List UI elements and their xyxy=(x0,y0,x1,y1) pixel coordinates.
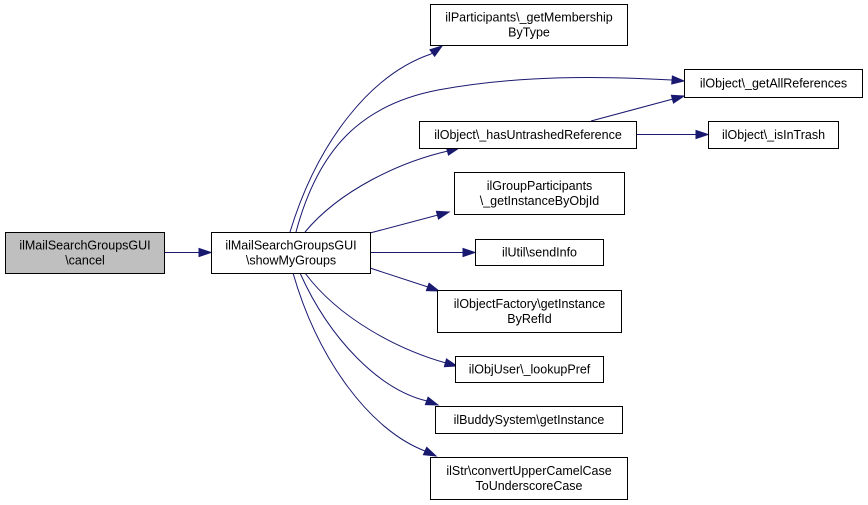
node-getAllReferences[interactable]: ilObject\_getAllReferences xyxy=(684,69,863,98)
node-box xyxy=(437,290,622,333)
node-lookupPref[interactable]: ilObjUser\_lookupPref xyxy=(455,356,604,383)
node-label: ilObject\_isInTrash xyxy=(722,128,825,142)
edge-showMyGroups-to-getInstanceByObjId xyxy=(369,210,451,234)
node-box xyxy=(430,457,628,500)
edge-line xyxy=(590,98,674,122)
node-showMyGroups[interactable]: ilMailSearchGroupsGUI\showMyGroups xyxy=(211,232,371,274)
node-label: ilUtil\sendInfo xyxy=(502,246,577,260)
edge-line xyxy=(295,76,673,233)
edge-line xyxy=(369,267,429,288)
arrowhead-icon xyxy=(424,396,440,406)
node-label: ToUnderscoreCase xyxy=(476,479,583,493)
arrowhead-icon xyxy=(462,247,477,258)
arrowhead-icon xyxy=(198,247,213,258)
node-box xyxy=(708,121,839,149)
edge-showMyGroups-to-getInstanceByRefId xyxy=(369,267,441,292)
edge-line xyxy=(292,272,426,452)
node-box xyxy=(455,356,604,383)
arrowhead-icon xyxy=(429,45,444,58)
node-label: ilGroupParticipants xyxy=(487,179,593,193)
edge-showMyGroups-to-buddyGetInstance xyxy=(299,272,440,406)
edge-showMyGroups-to-getMembershipByType xyxy=(289,45,444,233)
node-label: ilParticipants\_getMembership xyxy=(445,11,612,25)
edge-showMyGroups-to-getAllReferences xyxy=(295,75,686,233)
node-box xyxy=(684,69,863,98)
node-box xyxy=(5,232,165,274)
edge-line xyxy=(289,53,432,233)
edge-line xyxy=(369,214,439,234)
arrowhead-icon xyxy=(695,129,710,140)
edge-showMyGroups-to-hasUntrashedReference xyxy=(304,146,461,233)
node-label: ByRefId xyxy=(507,312,552,326)
edges-layer xyxy=(164,45,710,457)
arrowhead-icon xyxy=(670,94,686,104)
node-label: ilObject\_getAllReferences xyxy=(700,77,847,91)
node-label: ilObjUser\_lookupPref xyxy=(469,363,591,377)
arrowhead-icon xyxy=(425,282,441,292)
node-box xyxy=(435,406,623,434)
node-box xyxy=(430,4,628,46)
node-hasUntrashedReference[interactable]: ilObject\_hasUntrashedReference xyxy=(419,121,637,149)
node-sendInfo[interactable]: ilUtil\sendInfo xyxy=(475,239,604,266)
edge-showMyGroups-to-sendInfo xyxy=(370,247,477,258)
node-label: ilObjectFactory\getInstance xyxy=(454,297,606,311)
node-label: ilMailSearchGroupsGUI xyxy=(19,239,150,253)
node-box xyxy=(211,232,371,274)
edge-hasUntrashedReference-to-getAllReferences xyxy=(590,94,686,122)
edge-line xyxy=(304,272,447,364)
node-box xyxy=(454,172,625,215)
node-label: \cancel xyxy=(65,254,105,268)
node-label: \showMyGroups xyxy=(246,254,336,268)
arrowhead-icon xyxy=(422,446,438,457)
arrowhead-icon xyxy=(671,75,686,85)
node-buddyGetInstance[interactable]: ilBuddySystem\getInstance xyxy=(435,406,623,434)
node-getInstanceByObjId[interactable]: ilGroupParticipants\_getInstanceByObjId xyxy=(454,172,625,215)
node-label: ByType xyxy=(508,26,550,40)
edge-line xyxy=(304,150,449,233)
arrowhead-icon xyxy=(443,358,459,368)
edge-cancel-to-showMyGroups xyxy=(164,247,213,258)
node-cancel[interactable]: ilMailSearchGroupsGUI\cancel xyxy=(5,232,165,274)
edge-line xyxy=(299,272,428,402)
node-label: ilObject\_hasUntrashedReference xyxy=(434,128,622,142)
arrowhead-icon xyxy=(435,210,451,220)
node-convertUpperCamelCase[interactable]: ilStr\convertUpperCamelCaseToUnderscoreC… xyxy=(430,457,628,500)
node-isInTrash[interactable]: ilObject\_isInTrash xyxy=(708,121,839,149)
node-label: \_getInstanceByObjId xyxy=(480,194,600,208)
node-label: ilBuddySystem\getInstance xyxy=(454,413,605,427)
edge-showMyGroups-to-convertUpperCamelCase xyxy=(292,272,438,457)
node-label: ilMailSearchGroupsGUI xyxy=(225,239,356,253)
nodes-layer: ilMailSearchGroupsGUI\cancelilMailSearch… xyxy=(5,4,863,500)
edge-hasUntrashedReference-to-isInTrash xyxy=(636,129,710,140)
node-label: ilStr\convertUpperCamelCase xyxy=(446,464,611,478)
edge-showMyGroups-to-lookupPref xyxy=(304,272,459,368)
node-box xyxy=(475,239,604,266)
node-box xyxy=(419,121,637,149)
